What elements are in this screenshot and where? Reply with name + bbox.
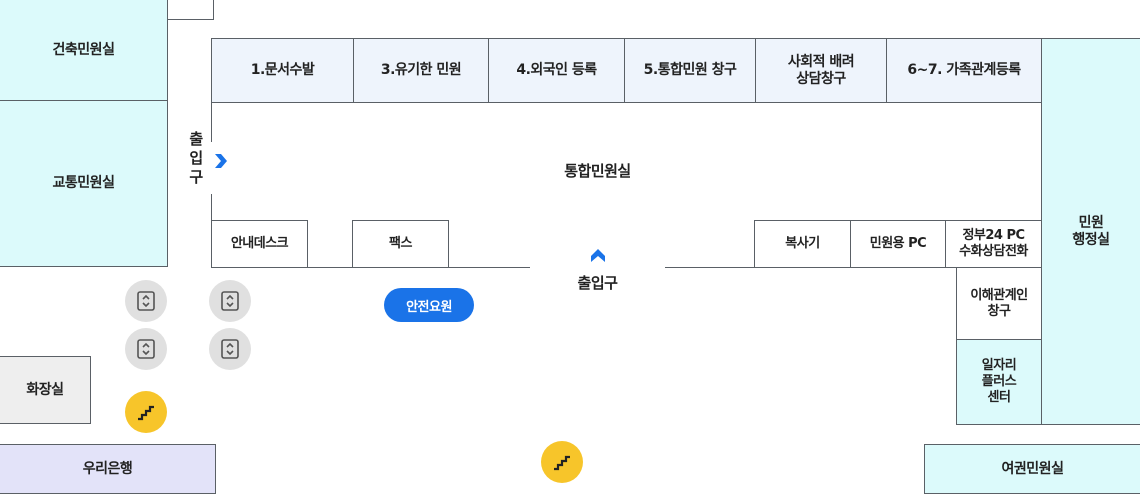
counter-fax: 팩스 bbox=[352, 220, 449, 268]
counter-label-line1: 이해관계인 bbox=[970, 287, 1028, 303]
hall-label-text: 통합민원실 bbox=[564, 162, 631, 180]
counter-label-line2: 상담창구 bbox=[796, 70, 846, 87]
room-passport: 여권민원실 bbox=[924, 444, 1140, 494]
hall-wall-left-top bbox=[211, 102, 212, 142]
counter-document: 1.문서수발 bbox=[211, 38, 354, 103]
counter-label-line2: 창구 bbox=[987, 303, 1011, 319]
room-restroom: 화장실 bbox=[0, 356, 91, 424]
room-architecture-label: 건축민원실 bbox=[52, 41, 115, 58]
counter-label-line1: 정부24 PC bbox=[962, 228, 1025, 243]
main-entrance-text: 출입구 bbox=[577, 274, 618, 292]
counter-job-plus: 일자리 플러스 센터 bbox=[956, 339, 1042, 425]
safety-staff-badge: 안전요원 bbox=[384, 288, 474, 322]
stairs-icon bbox=[125, 391, 167, 433]
room-civil-admin-line1: 민원 bbox=[1078, 214, 1104, 231]
chevron-icon bbox=[590, 248, 606, 264]
room-restroom-label: 화장실 bbox=[26, 381, 64, 398]
room-bank: 우리은행 bbox=[0, 444, 216, 494]
counter-foreigner: 4.외국인 등록 bbox=[488, 38, 625, 103]
counter-label-line1: 일자리 bbox=[981, 358, 1017, 373]
room-civil-admin-line2: 행정실 bbox=[1072, 231, 1110, 248]
counter-social-care: 사회적 배려 상담창구 bbox=[755, 38, 887, 103]
counter-label-line2: 수화상담전화 bbox=[959, 244, 1028, 259]
hall-label: 통합민원실 bbox=[540, 160, 655, 181]
chevron-icon bbox=[213, 153, 229, 169]
counter-conflict-party: 이해관계인 창구 bbox=[956, 267, 1042, 340]
counter-label: 복사기 bbox=[785, 236, 820, 251]
counter-label: 1.문서수발 bbox=[250, 62, 315, 78]
counter-gov24: 정부24 PC 수화상담전화 bbox=[945, 220, 1042, 268]
side-entrance-label: 출 입 구 bbox=[186, 130, 206, 187]
counter-label: 안내데스크 bbox=[230, 236, 289, 251]
stairs-icon bbox=[541, 441, 583, 483]
counter-limited-period: 3.유기한 민원 bbox=[353, 38, 489, 103]
counter-label: 6~7. 가족관계등록 bbox=[907, 62, 1021, 78]
wall bbox=[167, 19, 214, 20]
elevator-icon bbox=[209, 328, 251, 370]
elevator-icon bbox=[125, 280, 167, 322]
safety-staff-text: 안전요원 bbox=[406, 299, 452, 315]
room-traffic: 교통민원실 bbox=[0, 100, 168, 267]
counter-label-line3: 센터 bbox=[987, 390, 1011, 405]
entrance-char: 구 bbox=[189, 168, 203, 186]
counter-label: 5.통합민원 창구 bbox=[643, 62, 737, 78]
main-entrance-label: 출입구 bbox=[555, 272, 640, 293]
counter-label-line1: 사회적 배려 bbox=[787, 53, 855, 70]
counter-label-line2: 플러스 bbox=[981, 374, 1017, 389]
room-architecture: 건축민원실 bbox=[0, 0, 168, 101]
counter-integrated: 5.통합민원 창구 bbox=[624, 38, 756, 103]
wall bbox=[213, 0, 214, 20]
room-traffic-label: 교통민원실 bbox=[52, 175, 115, 191]
elevator-icon bbox=[209, 280, 251, 322]
counter-public-pc: 민원용 PC bbox=[850, 220, 946, 268]
elevator-icon bbox=[125, 328, 167, 370]
counter-label: 민원용 PC bbox=[869, 236, 927, 251]
room-passport-label: 여권민원실 bbox=[1001, 460, 1064, 477]
counter-family-registry: 6~7. 가족관계등록 bbox=[886, 38, 1042, 103]
counter-label: 팩스 bbox=[389, 236, 412, 251]
counter-label: 4.외국인 등록 bbox=[516, 62, 597, 78]
room-bank-label: 우리은행 bbox=[82, 460, 133, 477]
counter-label: 3.유기한 민원 bbox=[380, 62, 462, 78]
entrance-char: 입 bbox=[189, 149, 203, 167]
room-civil-admin: 민원 행정실 bbox=[1041, 38, 1140, 425]
entrance-char: 출 bbox=[189, 130, 203, 148]
counter-info-desk: 안내데스크 bbox=[211, 220, 308, 268]
hall-wall-left-bottom bbox=[211, 194, 212, 221]
counter-copier: 복사기 bbox=[754, 220, 851, 268]
